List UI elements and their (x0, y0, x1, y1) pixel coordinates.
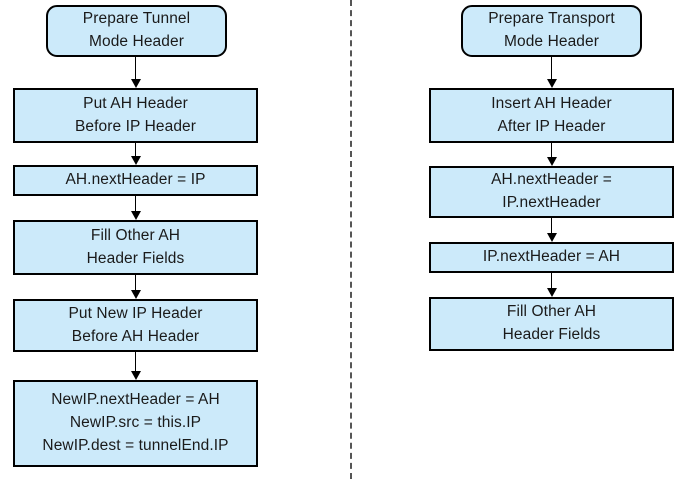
arrow-shaft (550, 143, 553, 158)
flowchart-node-tunnel-start: Prepare Tunnel Mode Header (46, 5, 227, 57)
arrow-head-icon (546, 233, 557, 242)
arrow-head-icon (130, 156, 141, 165)
arrow-shaft (134, 352, 137, 372)
flowchart-node-transport-step-3: IP.nextHeader = AH (429, 242, 674, 273)
column-divider (350, 0, 352, 479)
arrow-head-icon (546, 288, 557, 297)
arrow-shaft (134, 196, 137, 212)
flow-arrow-transport-arrow-1 (545, 57, 559, 88)
arrow-shaft (550, 218, 553, 234)
flowchart-node-tunnel-step-2: AH.nextHeader = IP (13, 165, 258, 196)
flowchart-node-transport-step-2: AH.nextHeader = IP.nextHeader (429, 166, 674, 218)
arrow-head-icon (130, 211, 141, 220)
arrow-shaft (134, 275, 137, 291)
flowchart-node-tunnel-step-4: Put New IP Header Before AH Header (13, 299, 258, 352)
flow-arrow-tunnel-arrow-2 (129, 143, 143, 165)
flow-arrow-tunnel-arrow-5 (129, 352, 143, 380)
flow-arrow-transport-arrow-2 (545, 143, 559, 166)
arrow-head-icon (130, 79, 141, 88)
flow-arrow-transport-arrow-3 (545, 218, 559, 242)
flow-arrow-tunnel-arrow-1 (129, 57, 143, 88)
arrow-head-icon (546, 157, 557, 166)
arrow-shaft (550, 57, 553, 80)
flow-arrow-tunnel-arrow-3 (129, 196, 143, 220)
arrow-head-icon (546, 79, 557, 88)
flowchart-node-tunnel-step-1: Put AH Header Before IP Header (13, 88, 258, 143)
arrow-head-icon (130, 371, 141, 380)
flowchart-node-tunnel-step-5: NewIP.nextHeader = AH NewIP.src = this.I… (13, 380, 258, 467)
flow-arrow-transport-arrow-4 (545, 273, 559, 297)
flowchart-node-transport-step-1: Insert AH Header After IP Header (429, 88, 674, 143)
arrow-shaft (134, 143, 137, 157)
flowchart-node-transport-step-4: Fill Other AH Header Fields (429, 297, 674, 351)
flow-arrow-tunnel-arrow-4 (129, 275, 143, 299)
arrow-head-icon (130, 290, 141, 299)
arrow-shaft (550, 273, 553, 289)
arrow-shaft (134, 57, 137, 80)
flowchart-node-transport-start: Prepare Transport Mode Header (461, 5, 642, 57)
flowchart-node-tunnel-step-3: Fill Other AH Header Fields (13, 220, 258, 275)
